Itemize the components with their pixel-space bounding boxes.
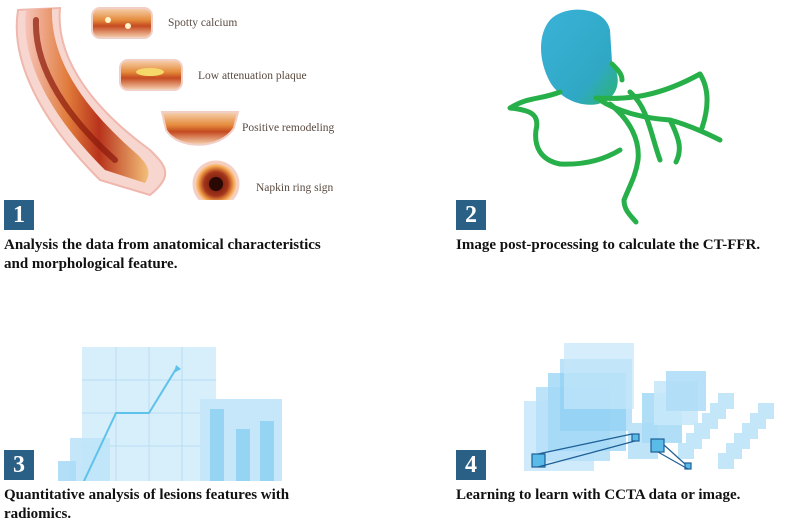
label-low-attenuation-plaque: Low attenuation plaque: [198, 70, 307, 82]
step-badge-1: 1: [4, 200, 34, 230]
trend-line: [83, 368, 177, 481]
caption-4-line1: Learning to learn with CCTA data or imag…: [456, 487, 741, 503]
radiomics-illustration: [58, 347, 282, 481]
panel-radiomics: 3 Quantitative analysis of lesions featu…: [0, 263, 400, 526]
kernel-connections: [531, 433, 692, 470]
coronary-vessels: [507, 61, 723, 225]
panel-ct-ffr: 2 Image post-processing to calculate the…: [400, 0, 798, 263]
caption-2: Image post-processing to calculate the C…: [456, 236, 796, 255]
bar-3: [260, 421, 274, 481]
aorta-root: [541, 9, 618, 105]
feature-map-stack-1: [524, 343, 634, 471]
step-badge-3: 3: [4, 450, 34, 480]
panel-deep-learning: 4 Learning to learn with CCTA data or im…: [400, 263, 798, 526]
trend-arrow: [174, 365, 181, 373]
caption-1: Analysis the data from anatomical charac…: [4, 236, 394, 274]
segment-spotty-calcium: [91, 7, 153, 39]
artery-plaque: [32, 17, 118, 163]
segment-positive-remodeling: [160, 111, 240, 146]
chart-panel-tiny: [58, 461, 76, 481]
artery-illustration: Spotty calcium Low attenuation plaque Po…: [15, 6, 335, 200]
step-badge-4: 4: [456, 450, 486, 480]
chart-panel-small: [70, 438, 110, 481]
feature-map-stack-2: [628, 371, 706, 459]
neural-network-illustration: [524, 343, 774, 471]
caption-3-line1: Quantitative analysis of lesions feature…: [4, 487, 290, 503]
caption-3: Quantitative analysis of lesions feature…: [4, 486, 394, 524]
coronary-tree-model: [507, 9, 723, 225]
label-napkin-ring-sign: Napkin ring sign: [256, 182, 334, 194]
caption-3-line2: radiomics.: [4, 506, 72, 522]
step-badge-2: 2: [456, 200, 486, 230]
caption-1-line2: and morphological feature.: [4, 256, 178, 272]
bar-2: [236, 429, 250, 481]
caption-4: Learning to learn with CCTA data or imag…: [456, 486, 796, 505]
artery-lumen: [25, 8, 149, 183]
caption-2-line1: Image post-processing to calculate the C…: [456, 237, 761, 253]
label-positive-remodeling: Positive remodeling: [242, 122, 335, 134]
panel-plaque-features: Spotty calcium Low attenuation plaque Po…: [0, 0, 400, 272]
feature-map-stack-3: [678, 393, 774, 469]
bar-1: [210, 409, 224, 481]
caption-1-line1: Analysis the data from anatomical charac…: [4, 237, 321, 253]
label-spotty-calcium: Spotty calcium: [168, 17, 237, 29]
